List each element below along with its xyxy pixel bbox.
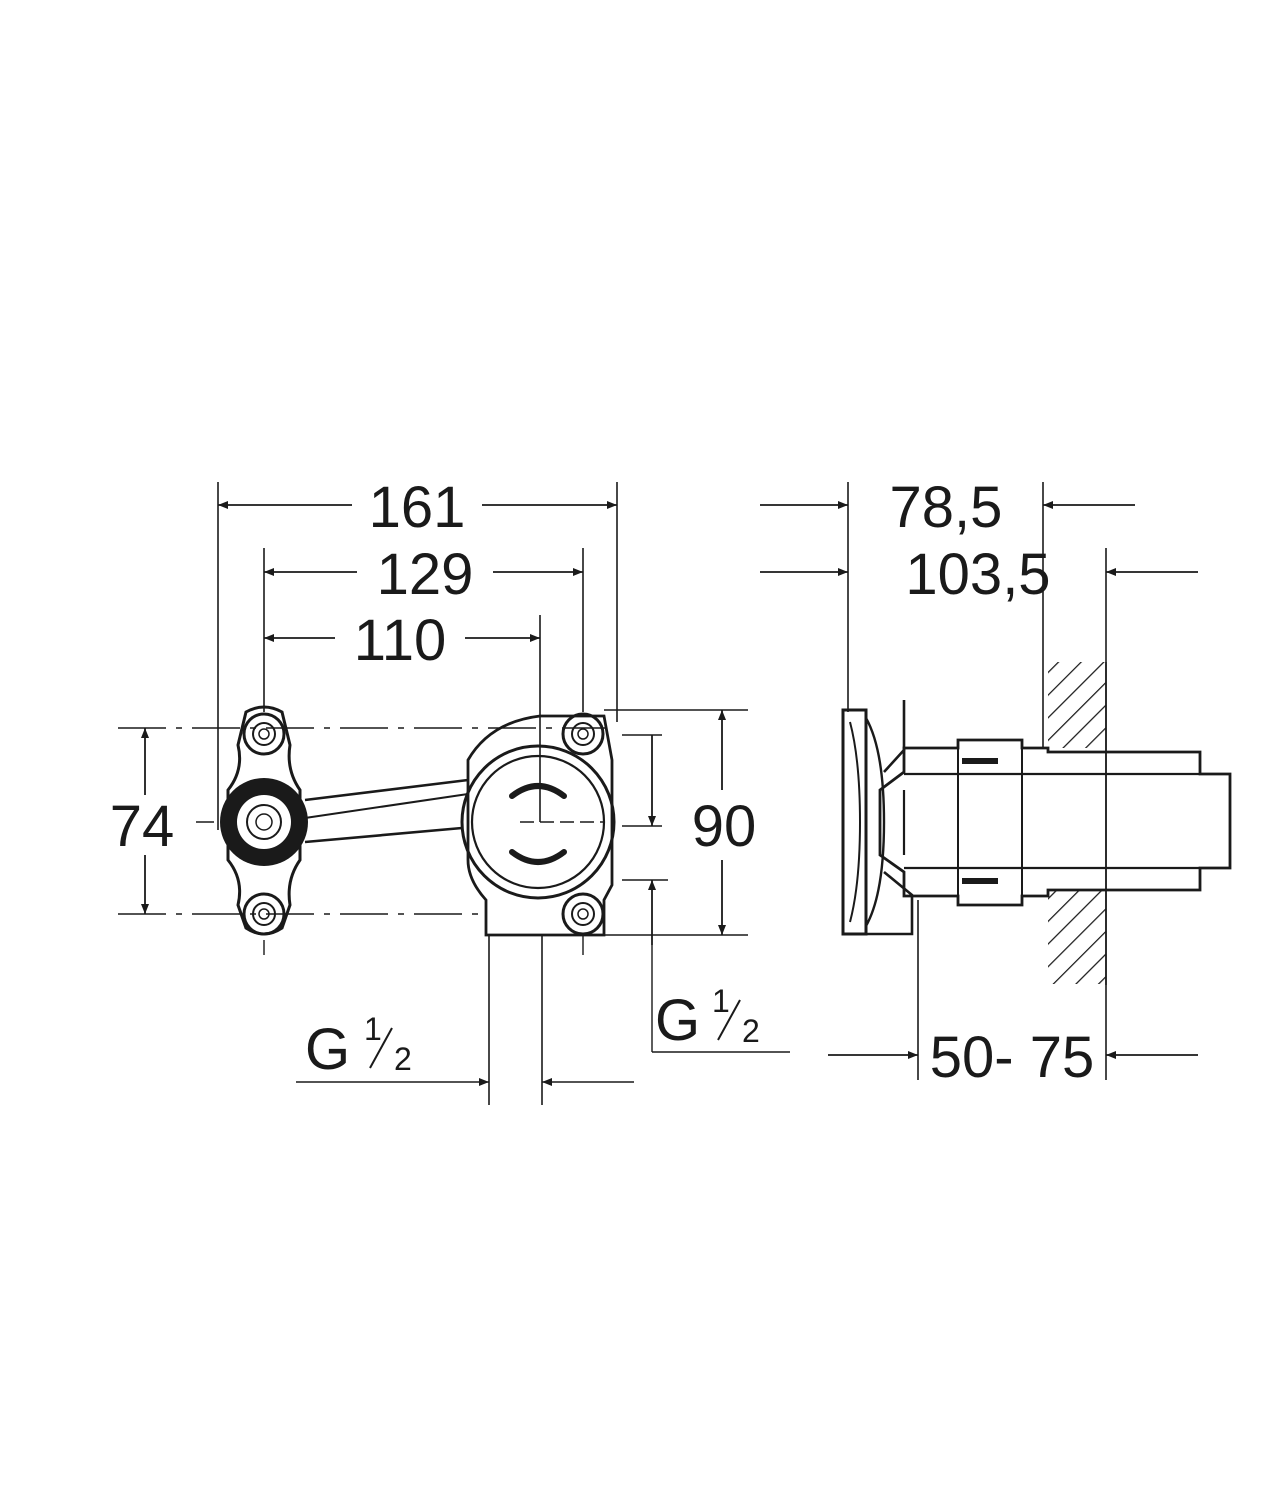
valve-body (460, 712, 616, 955)
mounting-plate (841, 700, 914, 936)
connecting-arm (304, 778, 469, 844)
valve-offset-indicator (622, 734, 790, 1053)
dimension-103-5-label: 103,5 (905, 542, 1050, 607)
dimension-110-label: 110 (354, 608, 446, 673)
left-bracket (196, 705, 308, 955)
side-view: 78,5 103,5 50- 75 (760, 475, 1232, 1090)
thread-right-letter: G (655, 988, 700, 1053)
thread-dimension-left: G 1 2 (296, 935, 634, 1105)
dimension-161-label: 161 (369, 475, 466, 540)
dimension-50-75: 50- 75 (828, 1025, 1198, 1090)
dimension-50-75-label: 50- 75 (930, 1025, 1094, 1090)
dimension-110: 110 (264, 608, 540, 673)
thread-left-numerator: 1 (364, 1011, 382, 1047)
dimension-90-label: 90 (692, 794, 757, 859)
dimension-78-5-label: 78,5 (890, 475, 1003, 540)
dimension-78-5: 78,5 (760, 475, 1135, 540)
dimension-90: 90 (604, 709, 757, 936)
thread-left-denominator: 2 (394, 1041, 412, 1077)
thread-left-letter: G (305, 1017, 350, 1082)
thread-right-numerator: 1 (712, 983, 730, 1019)
dimension-74: 74 (110, 727, 605, 915)
front-view: 161 129 110 74 90 (110, 475, 790, 1105)
dimension-161: 161 (218, 475, 617, 540)
dimension-103-5: 103,5 (760, 542, 1198, 607)
dimension-129-label: 129 (377, 542, 474, 607)
thread-right-denominator: 2 (742, 1013, 760, 1049)
dimension-74-label: 74 (110, 794, 175, 859)
valve-body-side (878, 738, 1232, 907)
dimension-129: 129 (264, 542, 583, 607)
thread-dimension-right: G 1 2 (655, 983, 760, 1053)
wall-section (1048, 662, 1107, 985)
